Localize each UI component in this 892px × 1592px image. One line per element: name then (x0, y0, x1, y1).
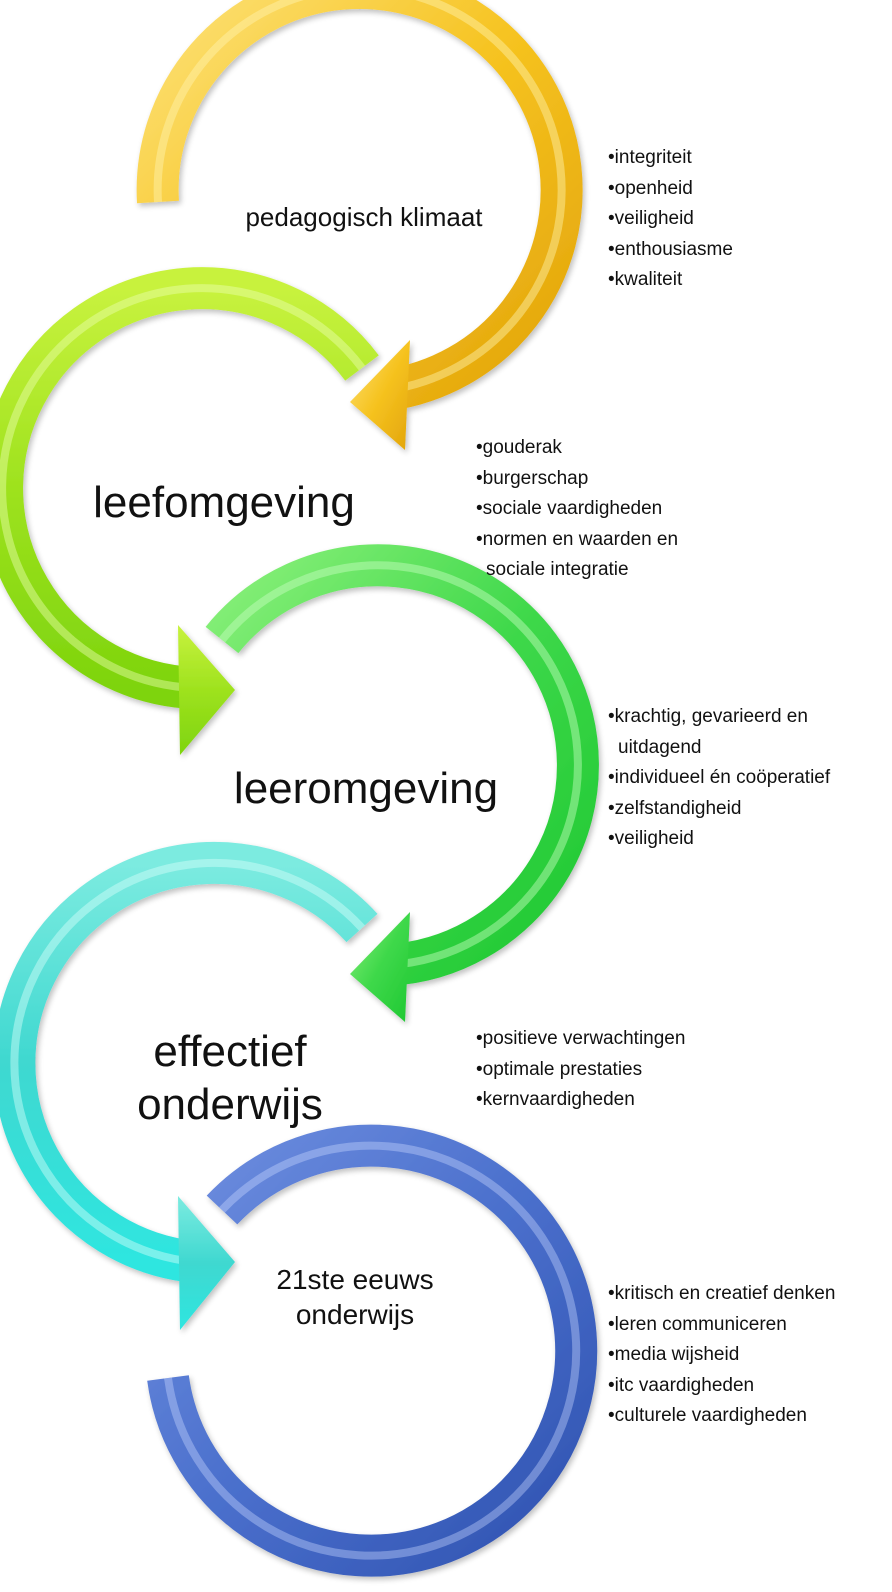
list-item: integriteit (608, 143, 733, 174)
bullet-list-21ste-eeuws-onderwijs: kritisch en creatief denken leren commun… (608, 1279, 836, 1432)
list-item: kritisch en creatief denken (608, 1279, 836, 1310)
bullet-list-effectief-onderwijs: positieve verwachtingen optimale prestat… (476, 1024, 686, 1116)
list-item: sociale vaardigheden (476, 494, 736, 525)
list-item: individueel én coöperatief (608, 763, 858, 794)
list-item: leren communiceren (608, 1310, 835, 1341)
list-item: media wijsheid (608, 1340, 835, 1371)
list-item: positieve verwachtingen (476, 1024, 686, 1055)
list-item: veiligheid (608, 824, 858, 855)
list-item: optimale prestaties (476, 1055, 685, 1086)
stage-title-line: 21ste eeuws (276, 1264, 434, 1295)
list-item: veiligheid (608, 204, 733, 235)
stage-title-line: leefomgeving (93, 478, 355, 527)
stage-title-line: effectief (153, 1027, 307, 1076)
list-item: culturele vaardigheden (608, 1401, 835, 1432)
stage-title-pedagogisch-klimaat: pedagogisch klimaat (214, 202, 514, 232)
arrow-21ste-eeuws-onderwijs (147, 1124, 598, 1577)
list-item: enthousiasme (608, 235, 733, 266)
stage-title-line: onderwijs (295, 1299, 415, 1330)
stage-title-leefomgeving: leefomgeving (64, 478, 384, 527)
stage-title-line: leeromgeving (233, 764, 499, 813)
stage-title-21ste-eeuws-onderwijs: 21ste eeuws onderwijs (235, 1262, 475, 1332)
list-item: kernvaardigheden (476, 1085, 685, 1116)
list-item: openheid (608, 174, 733, 205)
stage-title-line: onderwijs (137, 1079, 323, 1129)
bullet-list-pedagogisch-klimaat: integriteit openheid veiligheid enthousi… (608, 143, 733, 296)
list-item: kwaliteit (608, 265, 733, 296)
list-item: normen en waarden en sociale integratie (476, 525, 736, 586)
bullet-list-leeromgeving: krachtig, gevarieerd en uitdagend indivi… (608, 702, 858, 855)
list-item: itc vaardigheden (608, 1371, 835, 1402)
bullet-list-leefomgeving: gouderak burgerschap sociale vaardighede… (476, 433, 736, 586)
list-item: gouderak (476, 433, 736, 464)
arrow-effectief-onderwijs (0, 841, 378, 1330)
stage-title-effectief-onderwijs: effectief onderwijs (100, 1026, 360, 1132)
arrow-leeromgeving (205, 544, 599, 1022)
list-item: zelfstandigheid (608, 794, 858, 825)
arrow-pedagogisch-klimaat (136, 0, 583, 450)
list-item: krachtig, gevarieerd en uitdagend (608, 702, 858, 763)
arrow-leefomgeving (0, 267, 379, 755)
stage-title-leeromgeving: leeromgeving (206, 764, 526, 813)
list-item: burgerschap (476, 464, 736, 495)
stage-title-line: pedagogisch klimaat (245, 202, 483, 232)
